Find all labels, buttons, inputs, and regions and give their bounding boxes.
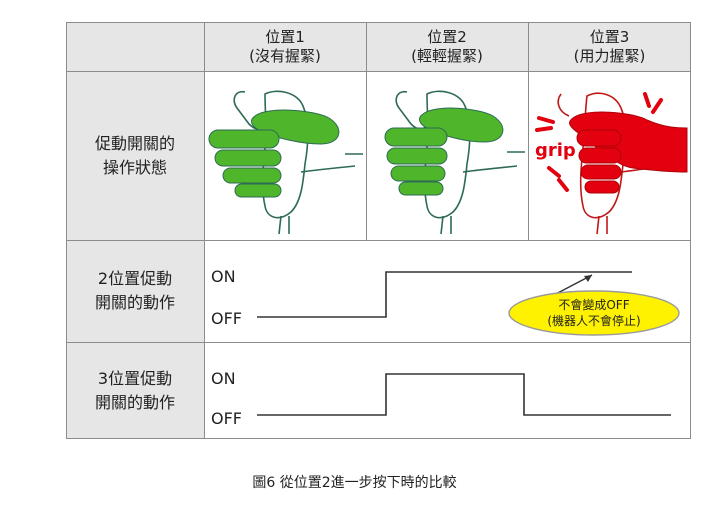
header-row <box>204 22 691 71</box>
row-divider-2 <box>66 342 691 343</box>
row-label-two-position: 2位置促動 開關的動作 <box>66 240 204 342</box>
row-label-column <box>66 22 204 439</box>
hand-relaxed-illustration <box>208 90 363 235</box>
row-label-hand-state: 促動開關的 操作狀態 <box>66 71 204 240</box>
row-divider-1 <box>66 240 691 241</box>
header-position-2-subtitle: (輕輕握緊) <box>411 46 483 65</box>
two-position-off-label: OFF <box>211 309 242 328</box>
header-position-3-subtitle: (用力握緊) <box>573 46 646 65</box>
callout-bubble <box>508 290 680 336</box>
grip-burst-line <box>547 166 561 178</box>
hand-strong-grip-illustration: grip <box>535 92 688 235</box>
header-position-3-title: 位置3 <box>589 27 630 46</box>
header-position-1-subtitle: (沒有握緊) <box>249 46 321 65</box>
table-border-left <box>66 22 67 439</box>
grip-burst-line <box>651 98 663 114</box>
table-border-top <box>66 22 691 23</box>
three-position-on-label: ON <box>211 369 236 388</box>
row-label-three-position-line1: 3位置促動 <box>97 368 173 388</box>
two-position-on-label: ON <box>211 267 236 286</box>
callout-arrowhead <box>584 275 592 282</box>
row-label-three-position: 3位置促動 開關的動作 <box>66 342 204 439</box>
three-position-signal-chart: ON OFF <box>211 369 671 428</box>
row-label-hand-state-line2: 操作狀態 <box>102 157 167 177</box>
header-position-3: 位置3 (用力握緊) <box>528 22 691 71</box>
header-position-1: 位置1 (沒有握緊) <box>204 22 366 71</box>
row-label-hand-state-line1: 促動開關的 <box>94 133 175 153</box>
grip-label: grip <box>535 140 576 161</box>
three-position-off-label: OFF <box>211 409 242 428</box>
callout-line-1: 不會變成OFF <box>558 297 629 312</box>
grip-burst-line <box>537 116 555 124</box>
row-label-two-position-line1: 2位置促動 <box>97 269 173 288</box>
two-position-signal-line <box>257 271 632 318</box>
callout-line-2: (機器人不會停止) <box>547 313 640 328</box>
column-divider-pos1-pos2 <box>366 22 367 240</box>
table-border-right <box>690 22 691 439</box>
header-position-1-title: 位置1 <box>265 27 305 46</box>
grip-burst-line <box>643 92 651 108</box>
grip-burst-line <box>535 126 553 132</box>
two-position-signal-chart: ON OFF 不會變成OFF (機器人不會停止) <box>211 267 680 336</box>
three-position-signal-line <box>257 373 671 416</box>
row-label-three-position-line2: 開關的動作 <box>94 392 175 412</box>
table-border-bottom <box>66 438 691 439</box>
header-position-2: 位置2 (輕輕握緊) <box>366 22 528 71</box>
column-divider-pos2-pos3 <box>528 22 529 240</box>
header-position-2-title: 位置2 <box>427 27 467 46</box>
comparison-table: 位置1 (沒有握緊) 位置2 (輕輕握緊) 位置3 (用力握緊) 促動開關的 操… <box>66 22 691 439</box>
figure-caption: 圖6 從位置2進一步按下時的比較 <box>252 475 457 491</box>
header-divider <box>66 71 691 72</box>
row-label-two-position-line2: 開關的動作 <box>94 293 175 312</box>
column-divider-labels <box>204 22 205 439</box>
hand-light-grip-illustration <box>384 90 525 235</box>
grip-burst-line <box>557 178 569 192</box>
